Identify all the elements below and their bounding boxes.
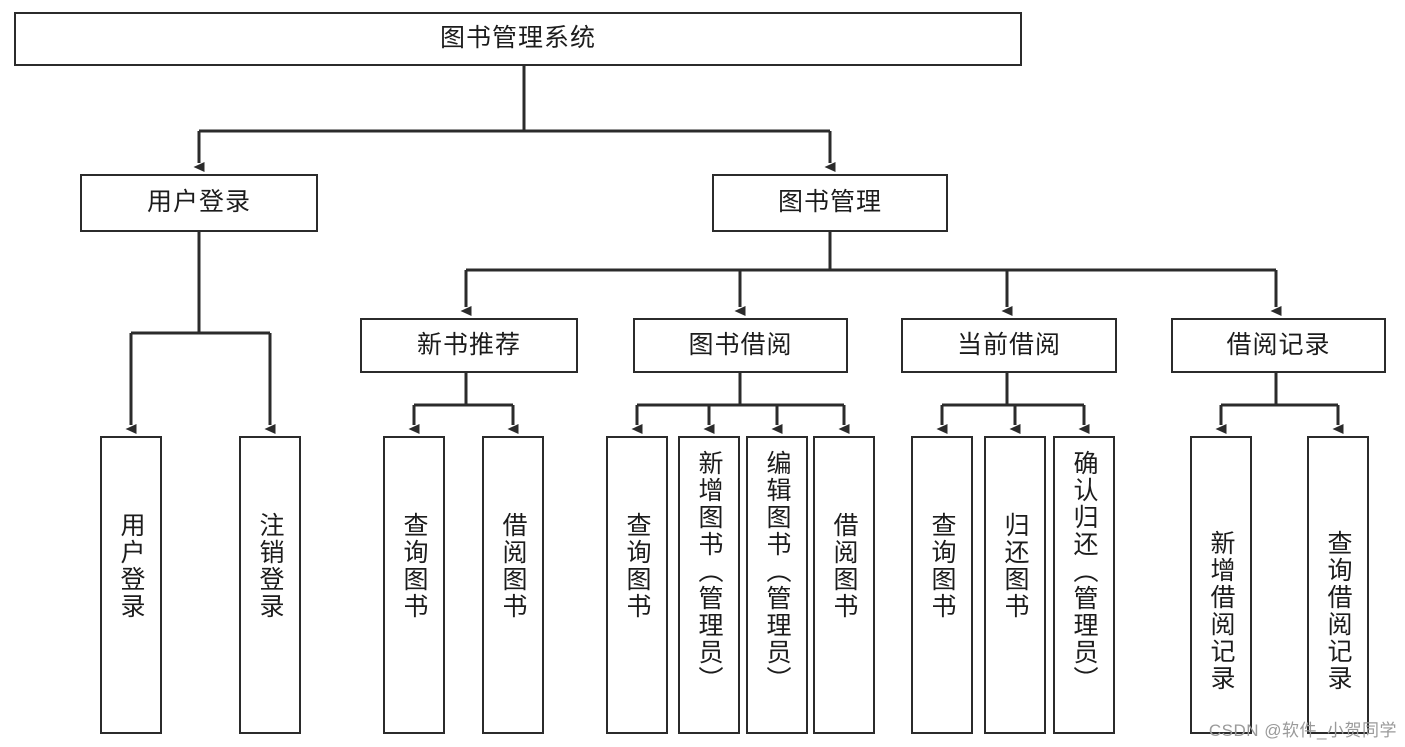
node-leaf-query-record[interactable]: 查询借阅记录 [1307,436,1369,734]
node-leaf-edit-book[interactable]: 编辑图书（管理员） [746,436,808,734]
node-leaf-borrow-book-rec[interactable]: 借阅图书 [482,436,544,734]
node-leaf-confirm-return-label: 确认归还（管理员） [1070,450,1098,693]
node-root[interactable]: 图书管理系统 [14,12,1022,66]
node-leaf-user-login[interactable]: 用户登录 [100,436,162,734]
node-borrow-record-label: 借阅记录 [1226,330,1331,359]
node-current-borrow-label: 当前借阅 [956,330,1061,359]
node-leaf-borrow-book-label: 借阅图书 [830,512,858,620]
node-leaf-add-record[interactable]: 新增借阅记录 [1190,436,1252,734]
node-leaf-query-book-borrow[interactable]: 查询图书 [606,436,668,734]
node-leaf-query-book-rec-label: 查询图书 [400,512,428,620]
node-leaf-confirm-return[interactable]: 确认归还（管理员） [1053,436,1115,734]
node-leaf-borrow-book[interactable]: 借阅图书 [813,436,875,734]
node-book-borrow-label: 图书借阅 [688,330,793,359]
node-book-borrow[interactable]: 图书借阅 [633,318,848,373]
node-leaf-query-record-label: 查询借阅记录 [1324,530,1352,692]
node-leaf-user-logout[interactable]: 注销登录 [239,436,301,734]
node-leaf-query-book-borrow-label: 查询图书 [623,512,651,620]
node-leaf-add-record-label: 新增借阅记录 [1207,530,1235,692]
node-leaf-query-book-current[interactable]: 查询图书 [911,436,973,734]
node-leaf-add-book[interactable]: 新增图书（管理员） [678,436,740,734]
node-leaf-return-book-label: 归还图书 [1001,512,1029,620]
node-book-manage-label: 图书管理 [777,188,882,217]
node-leaf-add-book-label: 新增图书（管理员） [695,450,723,693]
node-user-login-label: 用户登录 [146,188,251,217]
node-user-login[interactable]: 用户登录 [80,174,318,232]
node-leaf-user-logout-label: 注销登录 [256,512,284,620]
node-leaf-query-book-rec[interactable]: 查询图书 [383,436,445,734]
node-root-label: 图书管理系统 [439,24,596,53]
node-book-manage[interactable]: 图书管理 [712,174,948,232]
node-leaf-borrow-book-rec-label: 借阅图书 [499,512,527,620]
watermark-text: CSDN @软件_小贺同学 [1208,721,1397,740]
node-leaf-user-login-label: 用户登录 [117,512,145,620]
node-borrow-record[interactable]: 借阅记录 [1171,318,1386,373]
node-leaf-edit-book-label: 编辑图书（管理员） [763,450,791,693]
node-current-borrow[interactable]: 当前借阅 [901,318,1117,373]
node-leaf-query-book-current-label: 查询图书 [928,512,956,620]
node-new-book-rec-label: 新书推荐 [416,330,521,359]
node-new-book-rec[interactable]: 新书推荐 [360,318,578,373]
node-leaf-return-book[interactable]: 归还图书 [984,436,1046,734]
